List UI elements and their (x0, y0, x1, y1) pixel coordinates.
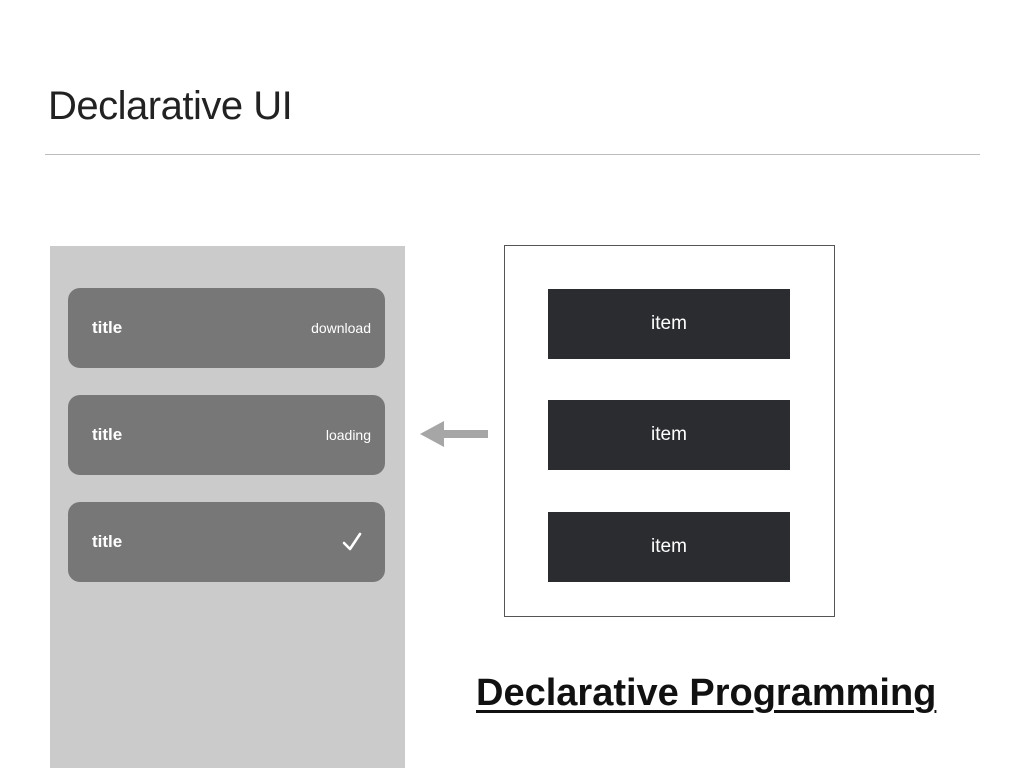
footer-heading: Declarative Programming (476, 672, 937, 714)
list-row-done: title (68, 502, 385, 582)
row-title: title (92, 532, 123, 551)
slide-title: Declarative UI (48, 84, 293, 128)
left-arrow-icon (420, 421, 488, 447)
state-item: item (548, 400, 790, 470)
list-row-loading: title loading (68, 395, 385, 475)
row-status: download (311, 320, 371, 336)
state-item: item (548, 289, 790, 359)
state-item: item (548, 512, 790, 582)
title-divider (45, 154, 980, 155)
row-title: title (92, 318, 123, 337)
row-title: title (92, 425, 123, 444)
list-row-download: title download (68, 288, 385, 368)
checkmark-icon (342, 532, 362, 551)
row-status: loading (325, 427, 371, 443)
